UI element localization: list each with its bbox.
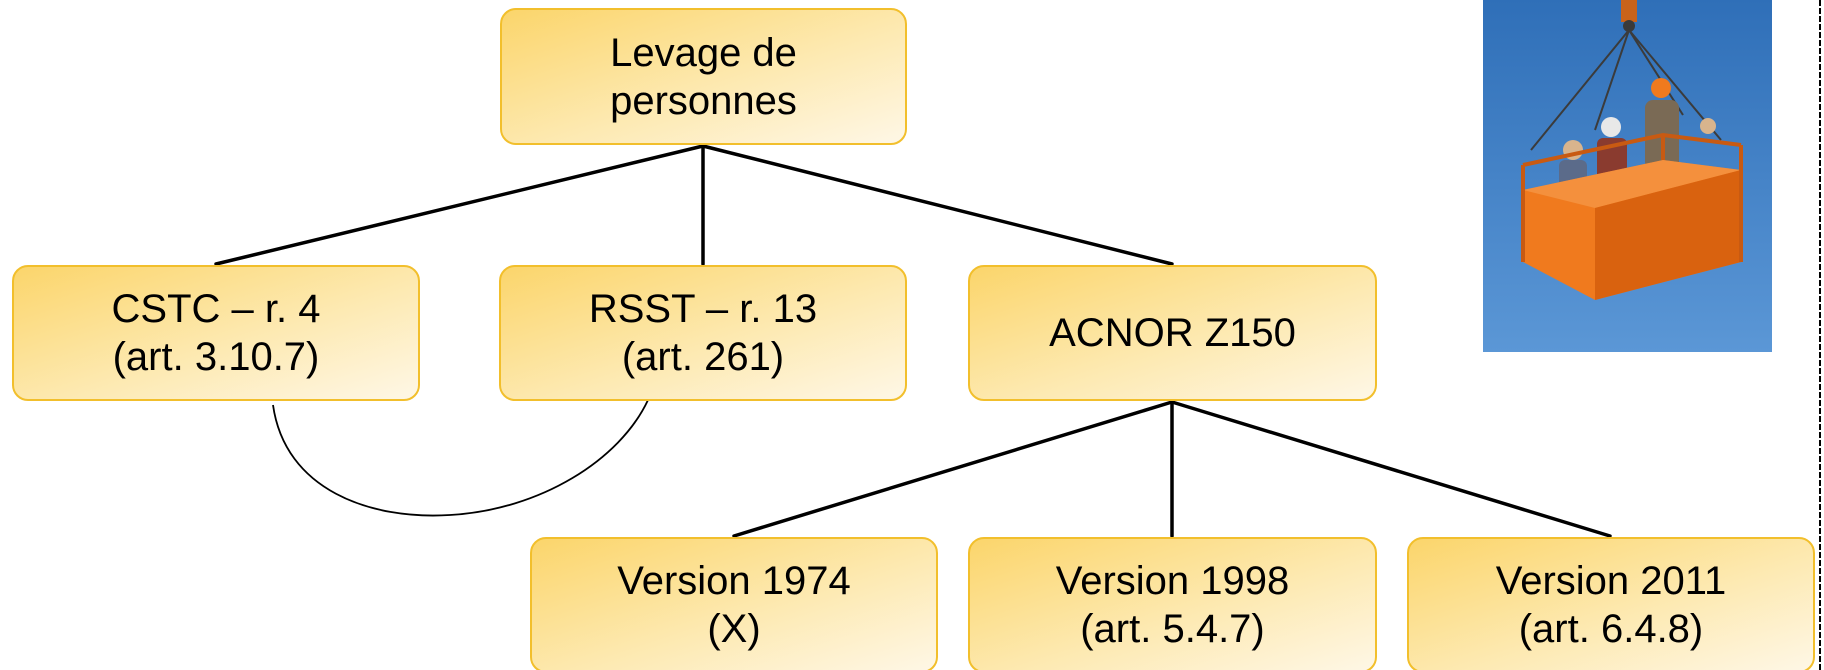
- node-label: (art. 261): [621, 335, 785, 379]
- node-version-2011: Version 2011 (art. 6.4.8): [1407, 537, 1815, 670]
- node-label: (art. 5.4.7): [1080, 607, 1265, 651]
- node-version-1974: Version 1974 (X): [530, 537, 938, 670]
- node-label: ACNOR Z150: [1049, 311, 1296, 355]
- link-acnor-v2011: [1170, 400, 1612, 538]
- node-version-1998: Version 1998 (art. 5.4.7): [968, 537, 1377, 670]
- workers-in-suspended-basket-photo: [1483, 0, 1772, 352]
- node-label: Version 1998: [1055, 559, 1290, 603]
- node-label: Version 2011: [1495, 559, 1727, 603]
- node-label: personnes: [610, 78, 797, 123]
- slide-edge-border: [1819, 0, 1821, 670]
- node-label: RSST – r. 13: [588, 287, 818, 331]
- node-label: (art. 6.4.8): [1518, 607, 1704, 651]
- link-root-cstc: [214, 144, 705, 266]
- node-label: CSTC – r. 4: [111, 287, 321, 331]
- node-label: Version 1974: [617, 559, 851, 603]
- link-cstc-rsst-arc: [272, 399, 649, 517]
- node-label: (X): [707, 607, 761, 651]
- node-label: (art. 3.10.7): [112, 335, 320, 379]
- node-rsst: RSST – r. 13 (art. 261): [499, 265, 907, 401]
- link-root-acnor: [701, 144, 1174, 266]
- node-acnor-z150: ACNOR Z150: [968, 265, 1377, 401]
- node-cstc: CSTC – r. 4 (art. 3.10.7): [12, 265, 420, 401]
- crane-hook-icon: [1621, 0, 1637, 32]
- node-label: Levage de: [610, 30, 797, 75]
- orange-basket: [1521, 132, 1743, 300]
- node-levage-de-personnes: Levage de personnes: [500, 8, 907, 145]
- link-acnor-v1974: [732, 400, 1174, 538]
